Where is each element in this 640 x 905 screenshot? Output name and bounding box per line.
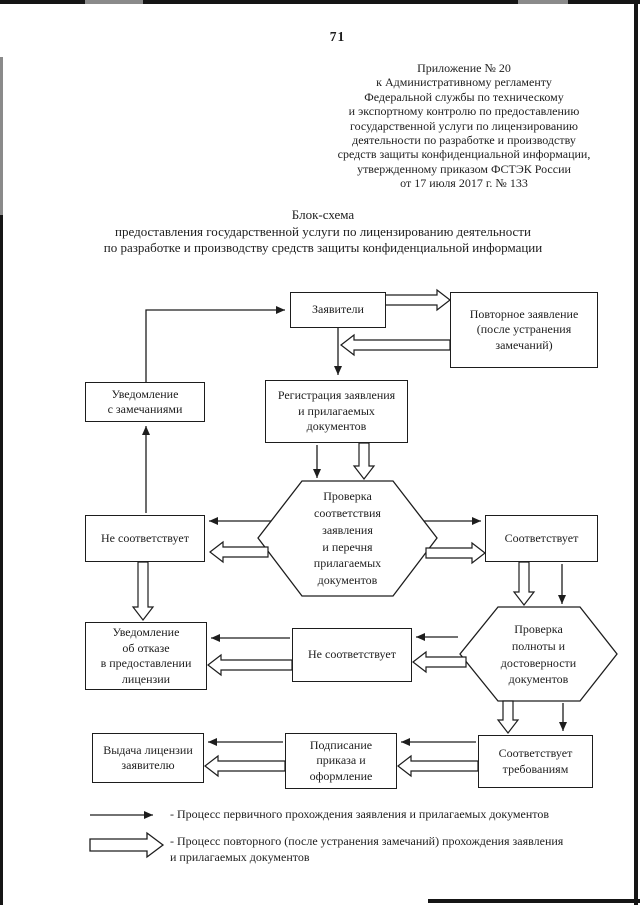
scan-border-left-upper: [0, 57, 3, 215]
node-registration: Регистрация заявления и прилагаемых доку…: [265, 380, 408, 443]
node-check-completeness-label: Проверка полноты и достоверности докумен…: [500, 621, 577, 687]
node-not-compliant-1: Не соответствует: [85, 515, 205, 562]
arrow-repeat-check1-to-notcompliant1: [209, 540, 269, 564]
arrow-repeat-check2-to-notcompliant2: [412, 650, 467, 674]
arrow-repeat-meets-to-sign: [397, 754, 479, 778]
node-check-compliance-label: Проверка соответствия заявления и перечн…: [313, 489, 382, 588]
arrow-repeat-compliant1-to-check2: [512, 561, 536, 606]
legend-hollow-arrow-icon: [89, 831, 165, 859]
hexagon-check-completeness: [459, 606, 618, 702]
node-applicants: Заявители: [290, 292, 386, 328]
hexagon-check-compliance: [257, 480, 438, 597]
scan-border-top: [0, 0, 640, 4]
arrow-repeat-notcompliant2-to-refusal: [207, 653, 293, 677]
node-meets-requirements: Соответствует требованиям: [478, 735, 593, 788]
node-issue-license: Выдача лицензии заявителю: [92, 733, 204, 783]
page-title: Блок-схема предоставления государственно…: [103, 207, 543, 255]
arrow-repeat-check2-to-meets: [496, 700, 520, 734]
appendix-reference: Приложение № 20 к Административному регл…: [337, 61, 591, 191]
arrow-repeat-registration-to-check1: [352, 442, 376, 480]
node-compliant-1: Соответствует: [485, 515, 598, 562]
arrow-repeat-check1-to-compliant1: [425, 541, 486, 565]
scan-border-bottom: [428, 899, 640, 903]
arrow-repeat-notcompliant1-to-refusal: [131, 561, 155, 621]
scan-border-left: [0, 215, 3, 905]
node-sign-order: Подписание приказа и оформление: [285, 733, 397, 789]
node-refusal-notice: Уведомление об отказе в предоставлении л…: [85, 622, 207, 690]
arrow-repeat-applicants-to-repeat: [384, 288, 451, 312]
legend-repeat-process: - Процесс повторного (после устранения з…: [170, 834, 564, 864]
page-number: 71: [329, 29, 346, 44]
node-not-compliant-2: Не соответствует: [292, 628, 412, 682]
node-notice-remarks: Уведомление с замечаниями: [85, 382, 205, 422]
arrow-repeat-repeat-to-flow: [340, 333, 451, 357]
arrow-primary-remarks-to-applicants: [145, 306, 285, 384]
legend-primary-process: - Процесс первичного прохождения заявлен…: [170, 807, 550, 821]
scan-border-top-gap2: [518, 0, 568, 4]
node-repeat-application: Повторное заявление (после устранения за…: [450, 292, 598, 368]
scan-border-top-gap: [85, 0, 143, 4]
arrow-repeat-sign-to-issue: [204, 754, 286, 778]
scan-border-right: [634, 0, 638, 905]
